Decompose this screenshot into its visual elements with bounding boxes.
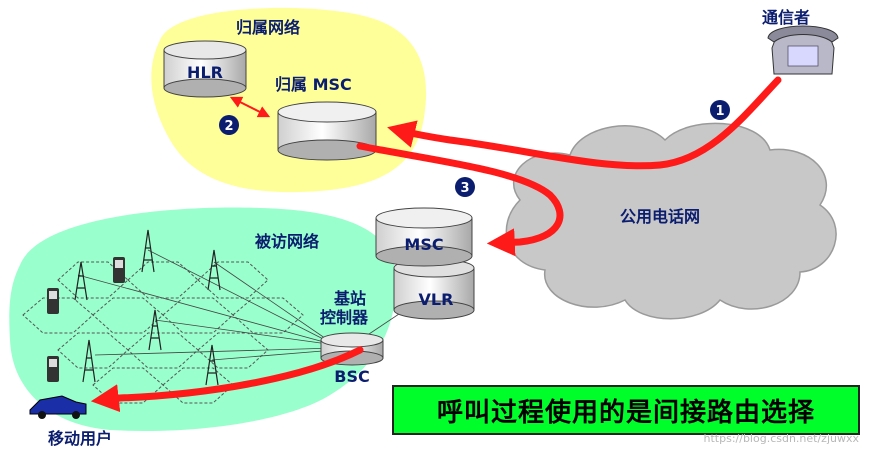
watermark: https://blog.csdn.net/zjuwxx [703, 432, 859, 445]
step-2-text: 2 [224, 119, 233, 134]
bsc-database-cylinder-icon [320, 332, 384, 366]
caller-label: 通信者 [762, 8, 810, 27]
visited-network-label: 被访网络 [255, 232, 319, 251]
step-3-text: 3 [460, 181, 469, 196]
step-badge-1: 1 [710, 100, 730, 120]
pstn-label: 公用电话网 [620, 207, 700, 226]
tower-links [77, 249, 421, 361]
home-network-label: 归属网络 [236, 18, 300, 37]
mobile-phone-icon [47, 257, 125, 382]
step-badge-3: 3 [455, 177, 475, 197]
route-caller-to-home-msc [387, 76, 782, 170]
route-home-msc-to-visited-msc [356, 142, 564, 257]
caption-box: 呼叫过程使用的是间接路由选择 [392, 385, 860, 435]
bsc-line2-label: 控制器 [320, 308, 369, 327]
home-msc-label: 归属 MSC [275, 75, 352, 94]
cell-tower-icon [74, 229, 221, 386]
hlr-database-cylinder-icon [163, 40, 247, 98]
mobile-user-label: 移动用户 [48, 429, 112, 448]
msc-label: MSC [404, 235, 443, 254]
step-1-text: 1 [715, 104, 724, 119]
visited-msc-database-cylinder-icon [375, 207, 473, 267]
bsc-label: BSC [334, 367, 369, 386]
vlr-label: VLR [419, 290, 454, 309]
bsc-line1-label: 基站 [333, 289, 366, 308]
telephone-icon [767, 25, 839, 75]
step-badge-2: 2 [219, 115, 239, 135]
car-icon [29, 395, 87, 419]
call-route [90, 76, 782, 413]
hlr-label: HLR [187, 63, 223, 82]
vlr-database-cylinder-icon [393, 258, 475, 320]
pstn-cloud-icon [505, 122, 837, 320]
route-bsc-to-mobile-user [90, 346, 364, 413]
home-msc-database-cylinder-icon [277, 101, 377, 161]
route-hlr-home-msc [229, 96, 271, 118]
